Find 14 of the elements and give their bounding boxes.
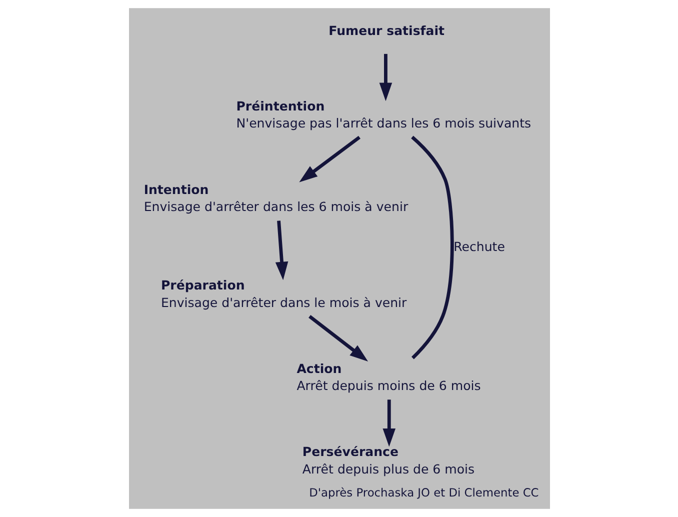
arrow bbox=[378, 54, 392, 102]
arrow bbox=[308, 314, 368, 362]
arrow bbox=[298, 136, 360, 182]
arrow bbox=[382, 400, 396, 447]
node-text: Action Arrêt depuis moins de 6 mois bbox=[296, 360, 480, 394]
node-text: Intention Envisage d'arrêter dans les 6 mois à venir bbox=[143, 182, 408, 214]
node-text: Préintention N'envisage pas l'arrêt dans les 6 mois suivants bbox=[236, 98, 531, 131]
node-text: Fumeur satisfait bbox=[328, 23, 444, 38]
node-text: Préparation Envisage d'arrêter dans le mois à venir bbox=[160, 278, 406, 310]
connector bbox=[410, 136, 454, 360]
caption: D'après Prochaska JO et Di Clemente CC bbox=[308, 485, 538, 500]
node-text: Persévérance Arrêt depuis plus de 6 mois bbox=[302, 444, 474, 476]
edge-label: Rechute bbox=[453, 238, 504, 254]
arrow bbox=[274, 220, 288, 280]
